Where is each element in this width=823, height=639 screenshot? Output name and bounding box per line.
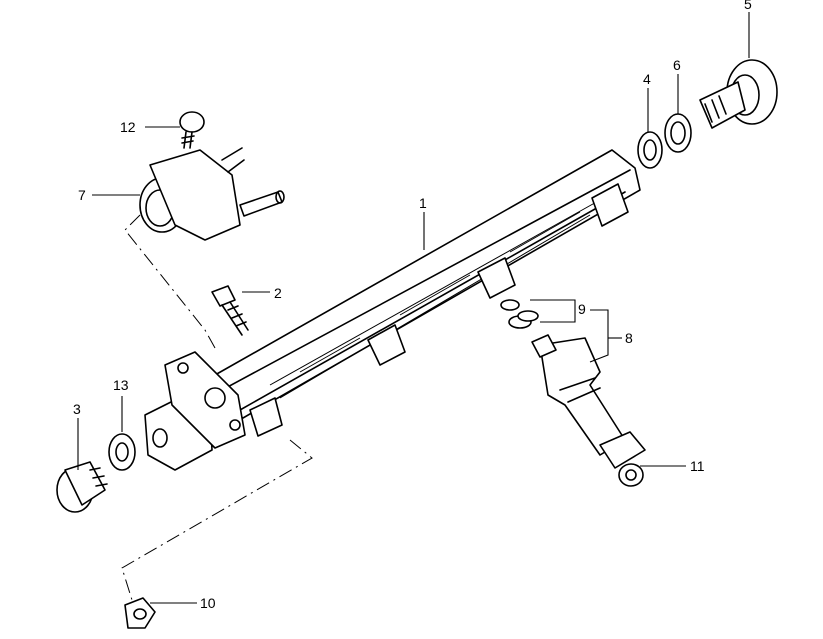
callout-7: 7	[78, 187, 86, 203]
leader-lines	[77, 12, 750, 604]
part-end-cap	[699, 59, 778, 129]
part-washer-6	[664, 113, 692, 153]
callout-10: 10	[200, 595, 216, 611]
callout-3: 3	[73, 401, 81, 417]
part-screw-12	[179, 111, 205, 149]
part-injector	[531, 334, 646, 469]
part-pressure-regulator	[139, 147, 285, 241]
callout-9: 9	[578, 301, 586, 317]
assembly-line-regulator	[124, 214, 216, 349]
part-o-rings	[500, 299, 539, 329]
callout-8: 8	[625, 330, 633, 346]
callout-2: 2	[274, 285, 282, 301]
callout-4: 4	[643, 71, 651, 87]
callout-6: 6	[673, 57, 681, 73]
part-seal-11	[618, 463, 644, 487]
assembly-line-bottom	[121, 439, 313, 601]
part-bolt	[211, 285, 249, 336]
callout-11: 11	[690, 458, 705, 474]
part-washer-4	[637, 131, 663, 169]
callout-5: 5	[744, 0, 752, 12]
callout-13: 13	[113, 377, 129, 393]
callout-1: 1	[419, 195, 427, 211]
part-nut-10	[124, 597, 156, 629]
part-fuel-rail	[144, 149, 641, 471]
part-plug	[56, 461, 108, 513]
callout-12: 12	[120, 119, 136, 135]
part-washer-13	[108, 433, 136, 471]
